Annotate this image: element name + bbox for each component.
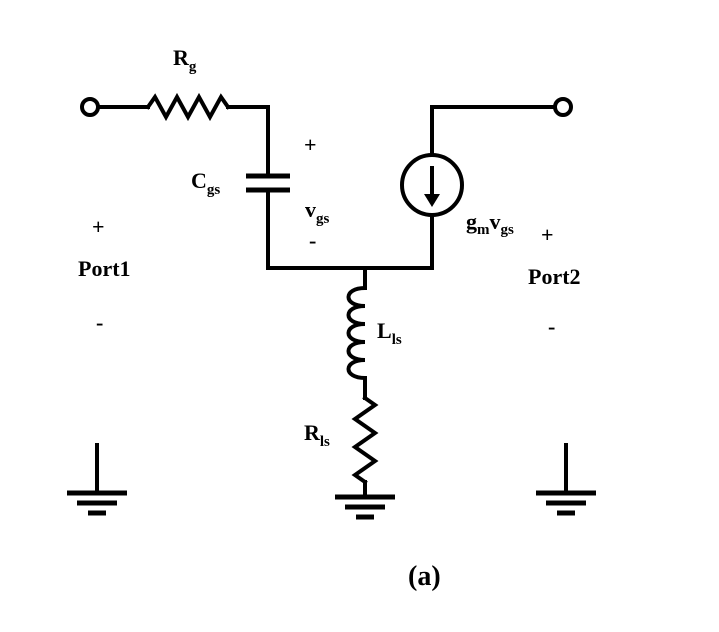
port2-terminal: [553, 97, 573, 117]
port2-minus: -: [548, 314, 555, 339]
current-source-arrow-head: [424, 194, 440, 207]
figure-caption: (a): [408, 561, 441, 592]
rg-label: Rg: [173, 45, 197, 75]
port2-label: Port2: [528, 264, 581, 289]
rg-to-cgs-wire: [226, 105, 270, 178]
ground-port2: [536, 443, 596, 516]
lls-inductor: [346, 285, 368, 381]
ground-port1: [67, 443, 127, 516]
vgs-label: vgs: [305, 197, 330, 227]
lls-label: Lls: [377, 318, 402, 348]
port1-plus: +: [92, 214, 105, 239]
vgs-minus: -: [309, 228, 316, 253]
port1-terminal: [80, 97, 100, 117]
ground-center: [335, 494, 395, 520]
current-source-label: gmvgs: [466, 209, 514, 238]
vgs-plus: +: [304, 132, 317, 157]
rls-label: Rls: [304, 420, 330, 450]
rls-resistor: [351, 395, 379, 485]
port1-minus: -: [96, 310, 103, 335]
port2-plus: +: [541, 222, 554, 247]
port1-label: Port1: [78, 256, 131, 281]
port2-output-wire: [430, 105, 557, 157]
cgs-label: Cgs: [191, 168, 220, 198]
cgs-to-node-wire: [266, 188, 434, 270]
rg-resistor: [145, 92, 231, 122]
